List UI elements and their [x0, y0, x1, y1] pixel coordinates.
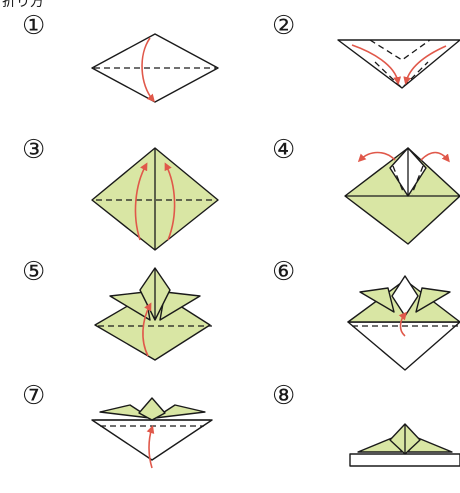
step-8: ⑧ — [272, 381, 460, 466]
step-2-number: ② — [272, 11, 295, 41]
step-8-number: ⑧ — [272, 381, 295, 411]
step-7-number: ⑦ — [22, 381, 45, 411]
step-6-number: ⑥ — [272, 257, 295, 287]
step-4: ④ — [272, 135, 460, 244]
header-title-fragment: 折り方 — [2, 0, 44, 10]
step-8-brim — [350, 454, 460, 466]
step-3: ③ — [22, 135, 218, 250]
step-4-left-arrow — [360, 153, 395, 161]
step-1: ① — [22, 11, 218, 102]
step-3-number: ③ — [22, 135, 45, 165]
step-4-number: ④ — [272, 135, 295, 165]
step-5: ⑤ — [22, 257, 212, 360]
step-6-white-bottom — [348, 322, 460, 370]
step-7: ⑦ — [22, 381, 212, 468]
step-2: ② — [272, 11, 460, 88]
step-4-right-arrow — [421, 153, 448, 161]
step-6: ⑥ — [272, 257, 460, 370]
step-1-number: ① — [22, 11, 45, 41]
step-5-number: ⑤ — [22, 257, 45, 287]
